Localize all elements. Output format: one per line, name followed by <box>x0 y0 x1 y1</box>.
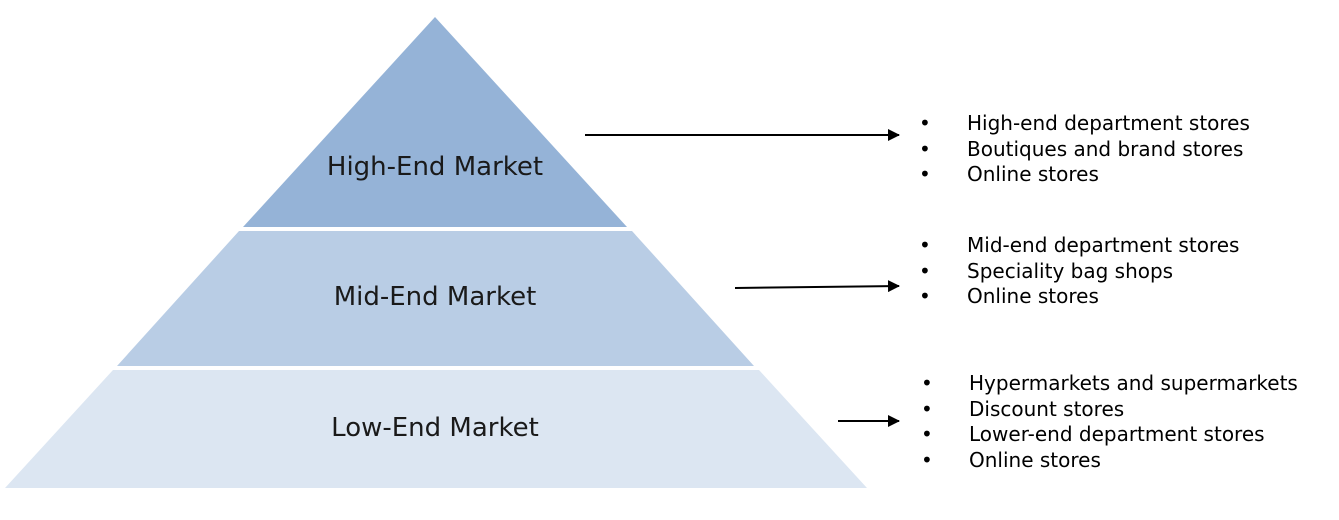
channel-list-item: • Speciality bag shops <box>919 259 1239 285</box>
channel-label: Lower-end department stores <box>969 422 1265 446</box>
tier-label-high: High-End Market <box>327 152 543 182</box>
channel-label: Mid-end department stores <box>967 233 1240 257</box>
channel-list-low: • Hypermarkets and supermarkets • Discount … <box>921 371 1298 473</box>
bullet-icon: • <box>921 447 933 472</box>
channel-label: Boutiques and brand stores <box>967 136 1244 161</box>
channel-list-item: • Discount stores <box>921 397 1298 423</box>
bullet-icon: • <box>921 422 933 446</box>
channel-label: Discount stores <box>969 396 1125 421</box>
bullet-icon: • <box>919 111 931 135</box>
channel-list-item: • High-end department stores <box>919 111 1250 137</box>
channel-list-mid: • Mid-end department stores • Speciality ba… <box>919 233 1239 310</box>
channel-list-item: • Online stores <box>919 162 1250 188</box>
channel-list-item: • Mid-end department stores <box>919 233 1239 259</box>
arrow-mid <box>734 280 900 293</box>
tier-label-mid: Mid-End Market <box>334 282 537 312</box>
channel-list-item: • Boutiques and brand stores <box>919 137 1250 163</box>
channel-label: Online stores <box>967 284 1099 308</box>
pyramid-tier-low <box>5 370 867 488</box>
channel-label: Hypermarkets and supermarkets <box>969 371 1298 395</box>
bullet-icon: • <box>919 233 931 257</box>
bullet-icon: • <box>921 396 933 421</box>
channel-list-item: • Online stores <box>921 448 1298 474</box>
channel-label: High-end department stores <box>967 111 1250 135</box>
bullet-icon: • <box>919 284 931 308</box>
bullet-icon: • <box>919 136 931 161</box>
bullet-icon: • <box>919 258 931 283</box>
channel-label: Online stores <box>967 162 1099 186</box>
tier-label-low: Low-End Market <box>331 413 539 443</box>
channel-label: Online stores <box>969 447 1101 472</box>
channel-list-high: • High-end department stores • Boutiques an… <box>919 111 1250 188</box>
channel-label: Speciality bag shops <box>967 258 1174 283</box>
channel-list-item: • Hypermarkets and supermarkets <box>921 371 1298 397</box>
pyramid-tier-mid <box>117 231 754 366</box>
channel-list-item: • Lower-end department stores <box>921 422 1298 448</box>
bullet-icon: • <box>921 371 933 395</box>
pyramid-tier-high <box>243 17 627 227</box>
channel-list-item: • Online stores <box>919 284 1239 310</box>
bullet-icon: • <box>919 162 931 186</box>
